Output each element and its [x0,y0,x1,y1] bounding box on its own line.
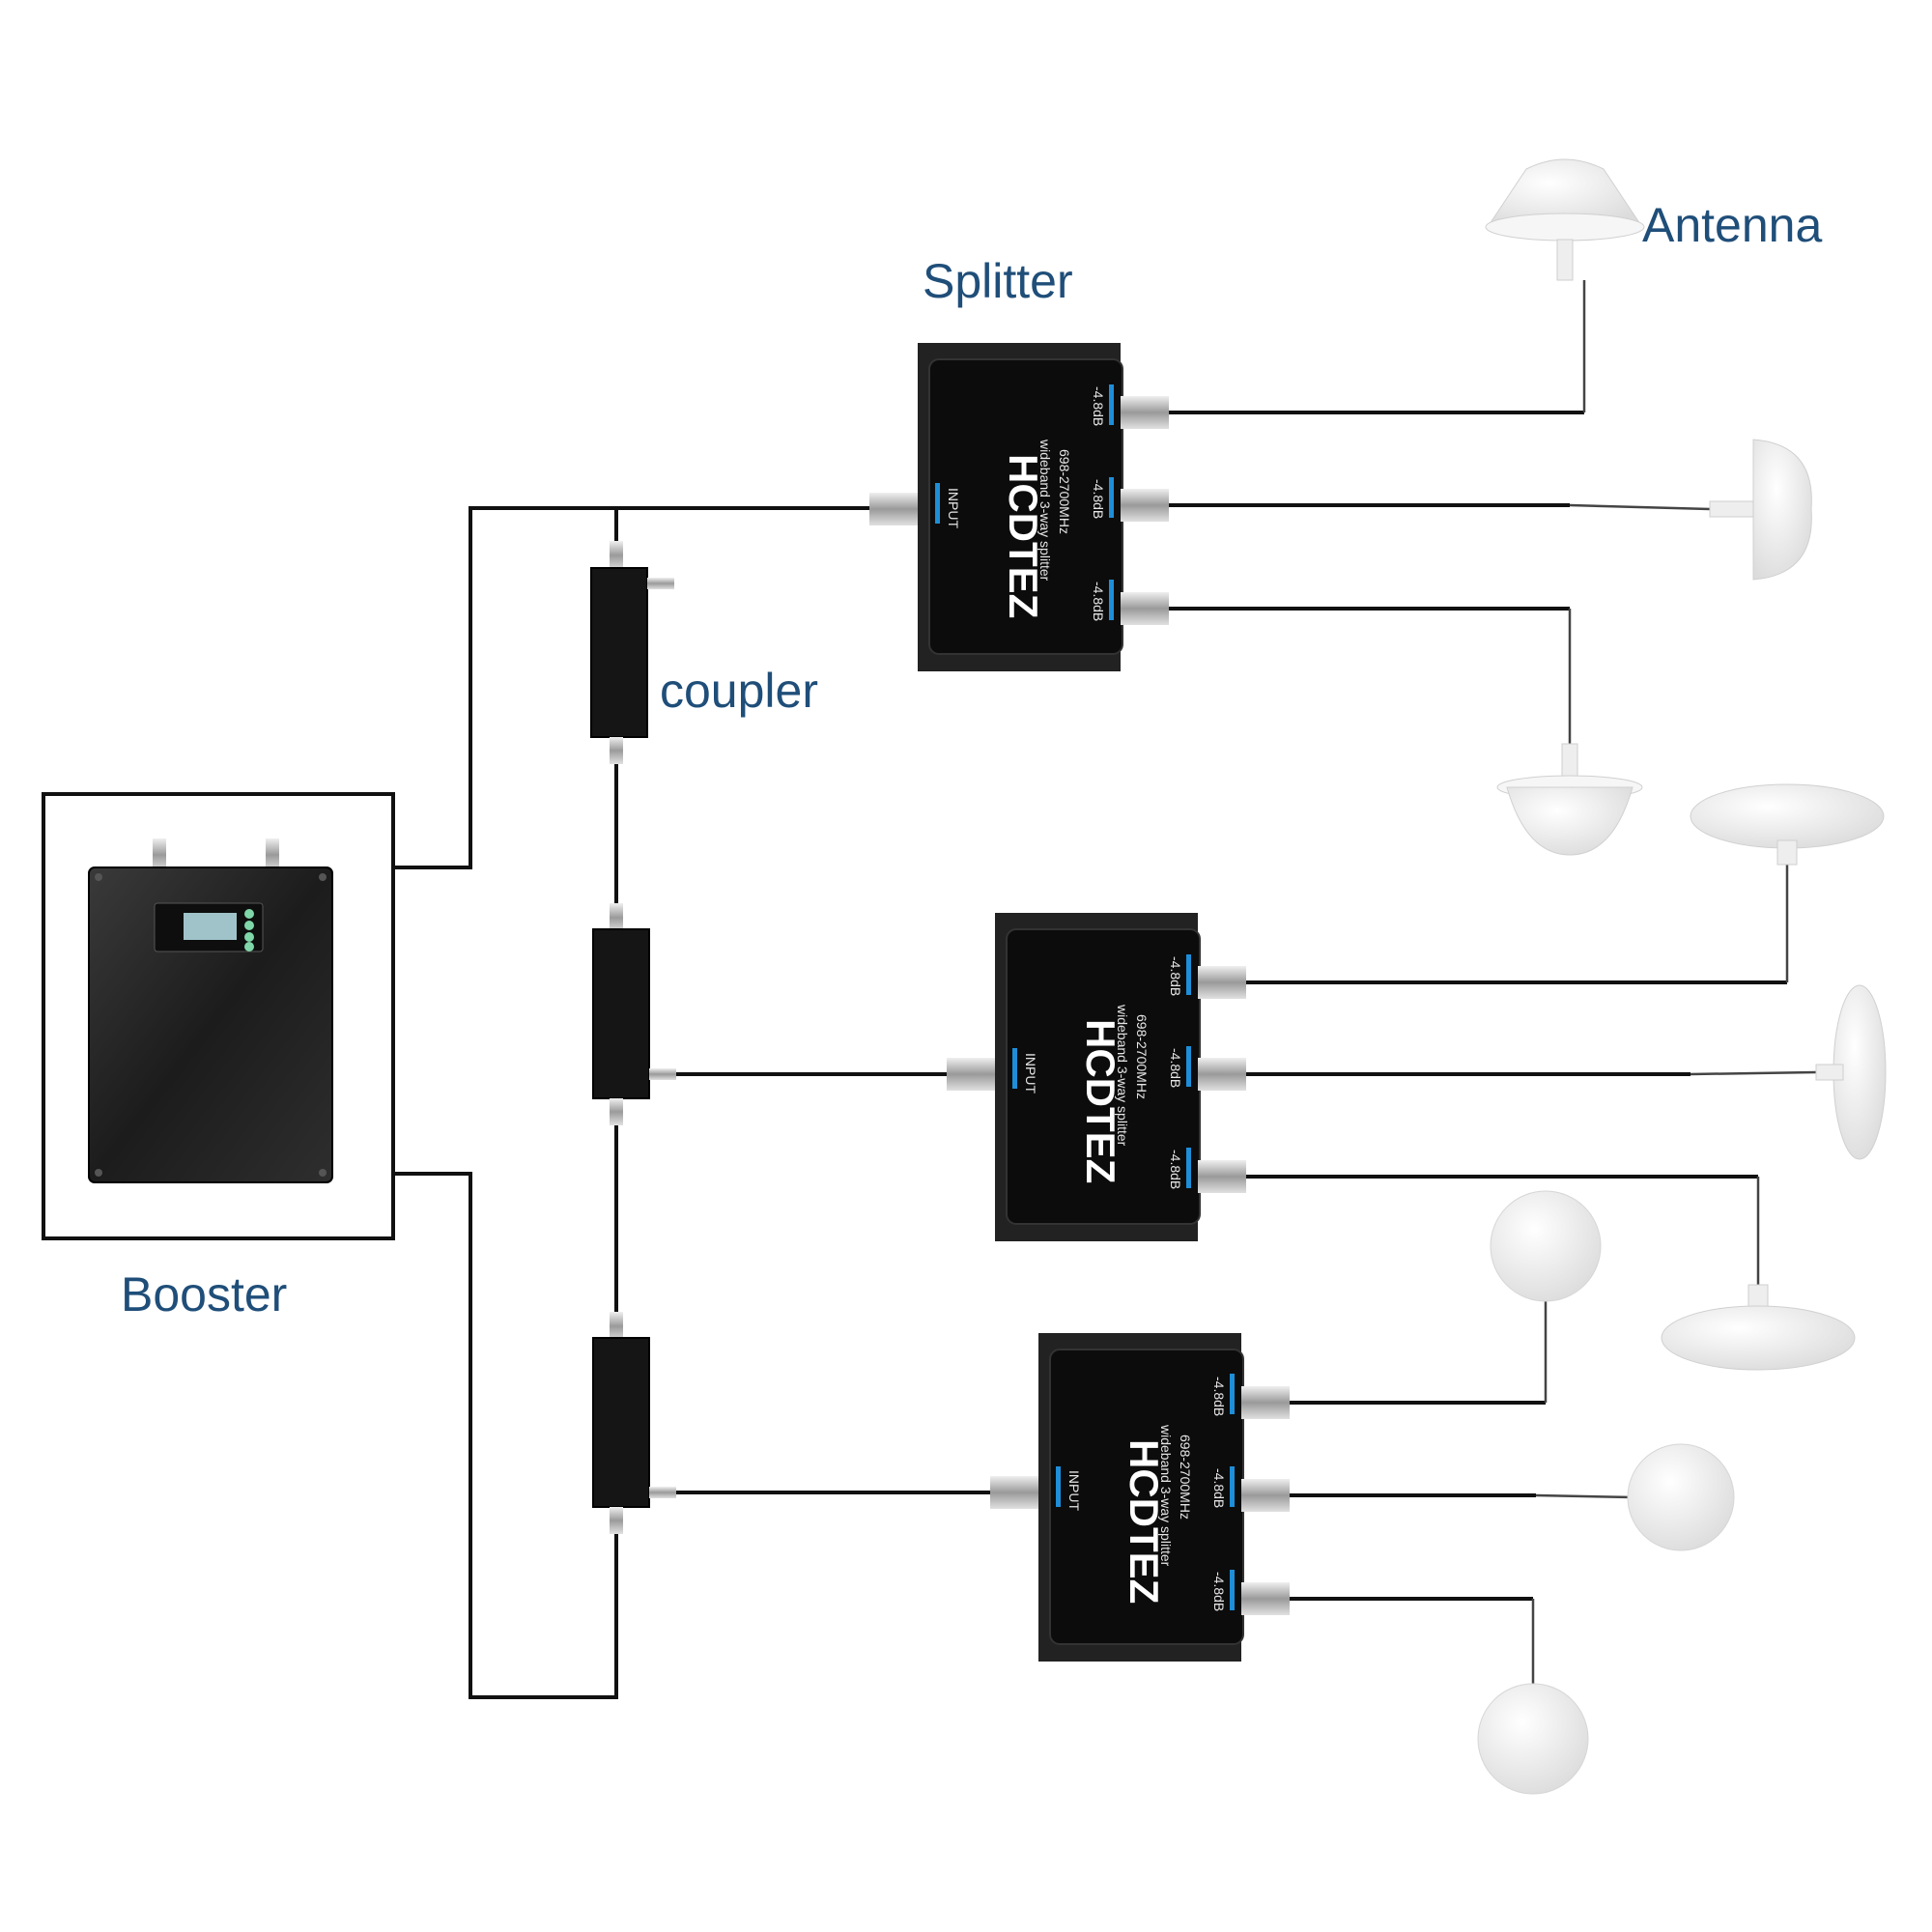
cable-s2-out-2-drop [1690,1070,1817,1076]
splitter-model: wideband 3-way splitter [1158,1424,1174,1567]
coupler-3 [592,1312,676,1534]
cable-booster-to-splitter-1 [394,506,874,869]
coupler-1 [590,541,674,764]
splitter-output-port [1121,396,1169,429]
coupler-label: coupler [660,664,818,718]
splitter-2: HCDTEZ wideband 3-way splitter 698-2700M… [947,913,1246,1241]
antenna-ceiling-dome [1485,158,1645,281]
coupler-port-bottom [610,737,623,764]
cable-booster-return [394,1172,618,1699]
antenna-label: Antenna [1642,198,1822,252]
splitter-1: HCDTEZ wideband 3-way splitter 698-2700M… [869,343,1169,671]
cable-network [394,280,1817,1700]
booster-screw [319,873,327,881]
splitter-input-port [990,1476,1038,1509]
splitter-input-marker [1056,1466,1061,1507]
splitter-model: wideband 3-way splitter [1037,439,1053,582]
cable-s3-out-2-drop [1535,1493,1634,1499]
splitter-port-marker [1230,1570,1235,1610]
splitter-output-port [1121,489,1169,522]
splitter-port-loss: -4.8dB [1091,479,1106,519]
splitter-input-port [947,1058,995,1091]
coupler-port-top [610,1312,623,1341]
splitter-output-port [1241,1479,1290,1512]
splitter-brand: HCDTEZ [1001,454,1046,618]
splitter-port-marker [1230,1374,1235,1414]
coupler-body [590,567,648,738]
coupler-port-tap [647,578,674,589]
splitter-freq: 698-2700MHz [1134,1014,1150,1099]
antenna-panel-round [1490,1190,1602,1302]
splitter-freq: 698-2700MHz [1057,449,1072,534]
splitter-port-loss: -4.8dB [1168,956,1183,996]
coupler-port-top [610,541,623,570]
splitter-port-loss: -4.8dB [1168,1048,1183,1088]
booster-label: Booster [121,1267,287,1321]
splitter-output-port [1241,1582,1290,1615]
coupler-port-tap [649,1487,676,1498]
splitter-model: wideband 3-way splitter [1115,1004,1130,1147]
coupler-body [592,928,650,1099]
splitter-input-port [869,493,918,526]
booster-led-3 [244,932,254,942]
antenna-flat-omni [1690,783,1885,866]
cable-s1-out-2-drop [1569,503,1711,511]
splitter-port-marker [1109,384,1114,425]
coupler-2 [592,903,676,1125]
splitter-output-port [1241,1386,1290,1419]
splitter-port-marker [1186,954,1191,995]
booster-screw [95,1169,102,1177]
antenna-ceiling-dome [1496,743,1643,856]
splitter-input-label: INPUT [1023,1053,1038,1094]
antenna-flat-omni-side [1815,984,1887,1160]
splitter-output-port [1198,1160,1246,1193]
splitter-port-marker [1186,1046,1191,1087]
booster-screw [95,873,102,881]
coupler-port-bottom [610,1098,623,1125]
splitter-port-loss: -4.8dB [1091,386,1106,426]
splitter-port-loss: -4.8dB [1211,1572,1227,1611]
splitter-input-marker [935,483,940,524]
splitter-output-port [1198,1058,1246,1091]
splitter-port-marker [1230,1466,1235,1507]
booster-screw [319,1169,327,1177]
coupler-port-bottom [610,1507,623,1534]
coupler-port-top [610,903,623,932]
booster-port-right [266,838,279,871]
antenna-side-dome [1709,439,1812,581]
booster-lcd [184,913,237,940]
splitter-port-marker [1109,580,1114,620]
coupler-body [592,1337,650,1508]
booster-group: Booster [42,792,395,1321]
booster-port-left [153,838,166,871]
booster-frame [42,792,395,1240]
splitter-freq: 698-2700MHz [1178,1435,1193,1520]
splitter-brand: HCDTEZ [1078,1019,1123,1183]
splitter-port-loss: -4.8dB [1211,1377,1227,1416]
booster-led-1 [244,909,254,919]
splitter-input-label: INPUT [1066,1470,1082,1511]
splitter-port-loss: -4.8dB [1211,1468,1227,1508]
splitter-port-loss: -4.8dB [1168,1150,1183,1189]
booster-led-2 [244,921,254,930]
splitter-brand: HCDTEZ [1122,1439,1167,1604]
booster-led-4 [244,942,254,952]
splitter-input-label: INPUT [946,488,961,528]
coupler-port-tap [649,1068,676,1080]
antenna-panel-round [1477,1683,1589,1795]
splitter-port-loss: -4.8dB [1091,582,1106,621]
splitter-label: Splitter [923,254,1073,308]
splitter-output-port [1198,966,1246,999]
antenna-panel-round [1627,1443,1735,1551]
splitter-input-marker [1012,1048,1017,1089]
splitter-3: HCDTEZ wideband 3-way splitter 698-2700M… [990,1333,1290,1662]
splitter-output-port [1121,592,1169,625]
splitter-port-marker [1109,477,1114,518]
antenna-flat-omni [1661,1284,1856,1371]
booster-unit [88,867,333,1183]
splitter-port-marker [1186,1148,1191,1188]
